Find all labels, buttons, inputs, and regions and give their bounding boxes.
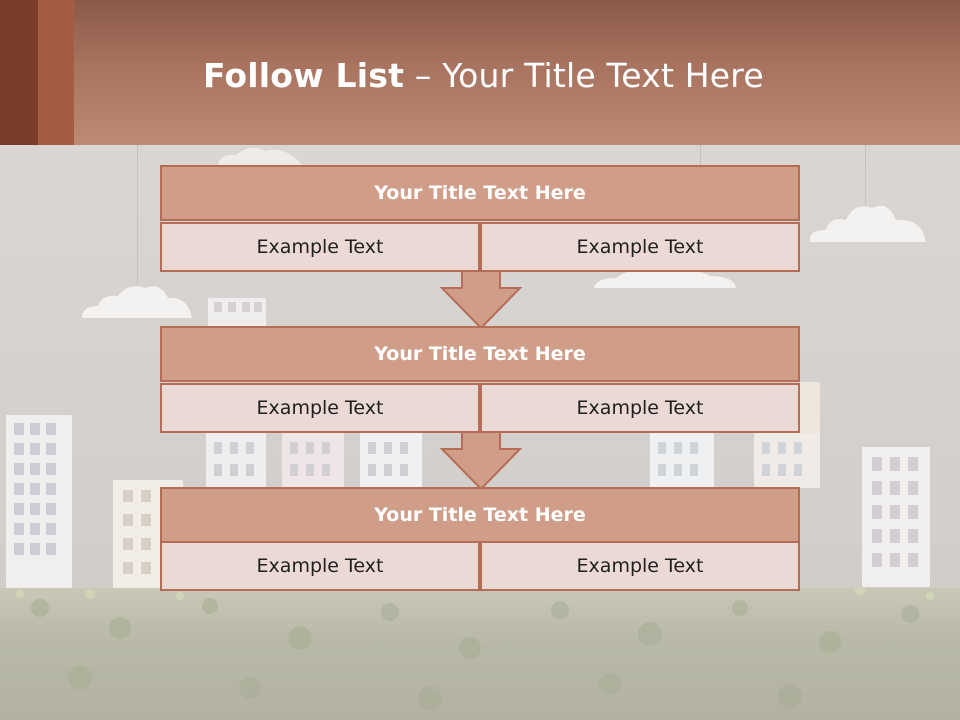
hedge-foreground [0, 585, 960, 720]
building-icon [208, 298, 266, 328]
slide-title: Follow List – Your Title Text Here [203, 56, 764, 95]
step-2-right-cell[interactable]: Example Text [480, 383, 800, 433]
cloud-icon [809, 205, 926, 242]
step-2-left-cell[interactable]: Example Text [160, 383, 480, 433]
building-icon [650, 432, 820, 488]
building-icon [800, 382, 820, 434]
building-icon [862, 447, 930, 587]
cloud-string [137, 145, 138, 285]
building-icon [6, 415, 72, 595]
cloud-icon [218, 147, 302, 165]
step-1-right-cell[interactable]: Example Text [480, 222, 800, 272]
building-icon [206, 432, 422, 488]
accent-stripe [0, 0, 38, 145]
leaf-texture [16, 585, 934, 710]
slide-title-rest: – Your Title Text Here [404, 56, 764, 95]
step-3-right-cell[interactable]: Example Text [480, 541, 800, 591]
step-3-left-cell[interactable]: Example Text [160, 541, 480, 591]
step-1-left-cell[interactable]: Example Text [160, 222, 480, 272]
step-1-title[interactable]: Your Title Text Here [160, 165, 800, 221]
accent-stripe [38, 0, 74, 145]
down-arrow-icon [439, 431, 523, 491]
cloud-icon [594, 269, 736, 288]
cloud-icon [82, 286, 192, 318]
cloud-string [865, 145, 866, 205]
slide-title-bold: Follow List [203, 56, 405, 95]
step-2-title[interactable]: Your Title Text Here [160, 326, 800, 382]
title-bar: Follow List – Your Title Text Here [0, 0, 960, 145]
step-3-title[interactable]: Your Title Text Here [160, 487, 800, 543]
down-arrow-icon [439, 270, 523, 330]
